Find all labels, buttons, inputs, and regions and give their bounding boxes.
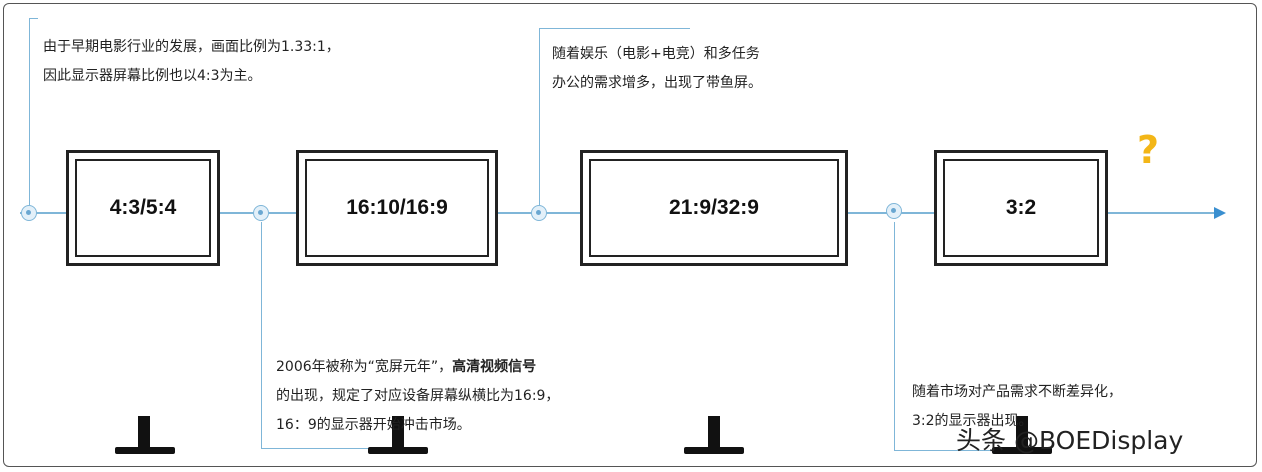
monitor-screen: 21:9/32:9 [580,150,848,266]
monitor-stand-neck [392,416,404,448]
aspect-ratio-label: 4:3/5:4 [109,196,177,219]
monitor-screen: 4:3/5:4 [66,150,220,266]
note-line: 2006年被称为“宽屏元年”，高清视频信号 [276,353,559,382]
note-line: 随着市场对产品需求不断差异化， [912,384,1122,400]
timeline-node-2 [253,205,269,221]
note-3-2: 随着市场对产品需求不断差异化， 3:2的显示器出现。 [912,378,1122,436]
question-mark-icon: ? [1137,128,1160,172]
note-line: 随着娱乐（电影+电竞）和多任务 [552,46,760,62]
monitor-stand-base [115,447,175,454]
monitor-stand-base [684,447,744,454]
connector-note-1 [29,18,38,205]
monitor-stand-neck [138,416,150,448]
monitor-stand-base [992,447,1052,454]
note-line: 由于早期电影行业的发展，画面比例为1.33:1， [43,39,340,55]
aspect-ratio-label: 16:10/16:9 [346,196,448,219]
monitor-display: 3:2 [943,159,1099,257]
connector-note-3 [539,28,690,205]
monitor-stand-neck [1016,416,1028,448]
monitor-display: 4:3/5:4 [75,159,211,257]
aspect-ratio-label: 21:9/32:9 [669,196,759,219]
aspect-ratio-label: 3:2 [1005,196,1037,219]
note-early-film: 由于早期电影行业的发展，画面比例为1.33:1， 因此显示器屏幕比例也以4:3为… [43,33,340,91]
monitor-screen: 16:10/16:9 [296,150,498,266]
note-ultrawide: 随着娱乐（电影+电竞）和多任务 办公的需求增多，出现了带鱼屏。 [552,40,762,98]
timeline-arrowhead [1214,207,1226,219]
note-line: 因此显示器屏幕比例也以4:3为主。 [43,68,262,84]
monitor-stand-base [368,447,428,454]
monitor-display: 16:10/16:9 [305,159,489,257]
monitor-stand-neck [708,416,720,448]
watermark: 头条 @BOEDisplay [956,426,1184,455]
timeline-node-3 [531,205,547,221]
connector-note-2 [261,222,412,449]
note-emphasis: 高清视频信号 [452,359,537,375]
note-text: 2006年被称为“宽屏元年”， [276,359,453,375]
note-line: 的出现，规定了对应设备屏幕纵横比为16:9， [276,388,560,404]
note-widescreen: 2006年被称为“宽屏元年”，高清视频信号 的出现，规定了对应设备屏幕纵横比为1… [276,353,559,440]
timeline-node-4 [886,203,902,219]
note-line: 办公的需求增多，出现了带鱼屏。 [552,75,762,91]
note-line: 3:2的显示器出现。 [912,413,1033,429]
connector-note-4 [894,222,1025,451]
monitor-screen: 3:2 [934,150,1108,266]
note-line: 16：9的显示器开始冲击市场。 [276,417,471,433]
timeline-node-1 [21,205,37,221]
monitor-display: 21:9/32:9 [589,159,839,257]
